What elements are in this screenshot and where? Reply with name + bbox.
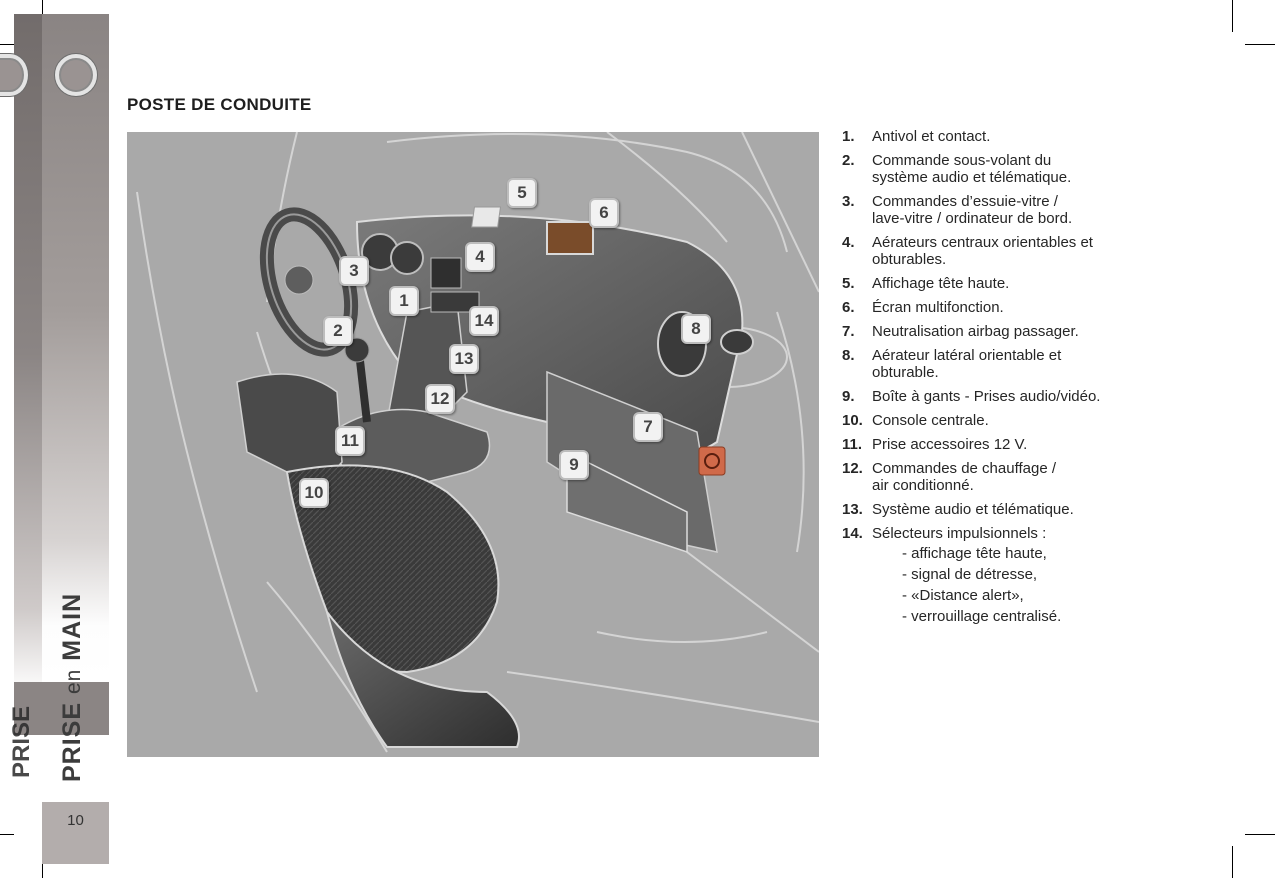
component-item: 1. Antivol et contact. [842,128,1262,145]
crop-mark [1232,0,1233,32]
section-title: POSTE DE CONDUITE [127,95,312,114]
component-description: Commande sous-volant du système audio et… [872,152,1072,186]
callout-label-5: 5 [507,178,537,208]
crop-mark [1245,44,1275,45]
component-item: 4. Aérateurs centraux orientables et obtu… [842,234,1262,268]
chapter-tab [14,682,109,735]
chapter-ring-icon [55,54,97,96]
chapter-title-main: PRISE [58,701,86,782]
selector-sub-item: - «Distance alert», [902,587,1024,604]
crop-mark [1232,846,1233,878]
component-number: 3. [842,193,855,210]
crop-mark [1245,834,1275,835]
component-number: 7. [842,323,855,340]
page-number: 10 [42,802,109,864]
callout-label-11: 11 [335,426,365,456]
component-list: 1. Antivol et contact. 2. Commande sous-vol… [842,128,1262,636]
component-description: Écran multifonction. [872,299,1004,316]
callout-label-10: 10 [299,478,329,508]
callout-label-13: 13 [449,344,479,374]
component-number: 11. [842,436,863,453]
selector-sub-item: - signal de détresse, [902,566,1038,583]
component-item: 14. Sélecteurs impulsionnels : - affichage… [842,525,1262,629]
component-number: 5. [842,275,855,292]
component-number: 9. [842,388,855,405]
component-description: Système audio et télématique. [872,501,1074,518]
bleed-ghost-title: PRISE [8,705,35,778]
component-description: Aérateurs centraux orientables et obtura… [872,234,1093,268]
component-item: 6. Écran multifonction. [842,299,1262,316]
component-description: Boîte à gants - Prises audio/vidéo. [872,388,1101,405]
component-description: Commandes d’essuie-vitre / lave-vitre / … [872,193,1073,227]
dashboard-drawing [136,132,819,753]
component-description: Commandes de chauffage / air conditionné… [872,460,1057,494]
component-number: 2. [842,152,855,169]
component-description: Sélecteurs impulsionnels : [872,525,1047,542]
selector-sub-list: - affichage tête haute, - signal de détre… [902,545,1061,625]
component-item: 13. Système audio et télématique. [842,501,1262,518]
chapter-title-end: MAIN [58,592,86,661]
component-item: 11. Prise accessoires 12 V. [842,436,1262,453]
component-item: 2. Commande sous-volant du système audio … [842,152,1262,186]
component-description: Aérateur latéral orientable et obturable… [872,347,1062,381]
component-description: Prise accessoires 12 V. [872,436,1028,453]
page-number-text: 10 [67,812,84,829]
component-item: 9. Boîte à gants - Prises audio/vidéo. [842,388,1262,405]
component-number: 6. [842,299,855,316]
callout-label-12: 12 [425,384,455,414]
callout-label-14: 14 [469,306,499,336]
component-number: 14. [842,525,863,542]
callout-label-3: 3 [339,256,369,286]
selector-sub-item: - verrouillage centralisé. [902,608,1062,625]
callout-label-1: 1 [389,286,419,316]
component-item: 7. Neutralisation airbag passager. [842,323,1262,340]
selector-sub-item: - affichage tête haute, [902,545,1047,562]
component-number: 1. [842,128,855,145]
component-description: Console centrale. [872,412,989,429]
component-item: 5. Affichage tête haute. [842,275,1262,292]
component-number: 12. [842,460,863,477]
component-description: Antivol et contact. [872,128,991,145]
chapter-title-en: en [62,668,85,695]
component-number: 10. [842,412,863,429]
callout-label-8: 8 [681,314,711,344]
chapter-title: PRISE en MAIN [58,593,87,782]
callout-label-6: 6 [589,198,619,228]
component-item: 8. Aérateur latéral orientable et obturab… [842,347,1262,381]
callout-label-2: 2 [323,316,353,346]
component-item: 3. Commandes d’essuie-vitre / lave-vitre … [842,193,1262,227]
callout-label-7: 7 [633,412,663,442]
callout-label-4: 4 [465,242,495,272]
chapter-ring-icon [0,54,28,96]
component-number: 8. [842,347,855,364]
component-description: Affichage tête haute. [872,275,1010,292]
callout-label-9: 9 [559,450,589,480]
component-item: 12. Commandes de chauffage / air conditio… [842,460,1262,494]
component-item: 10. Console centrale. [842,412,1262,429]
component-number: 4. [842,234,855,251]
component-description: Neutralisation airbag passager. [872,323,1079,340]
component-number: 13. [842,501,863,518]
